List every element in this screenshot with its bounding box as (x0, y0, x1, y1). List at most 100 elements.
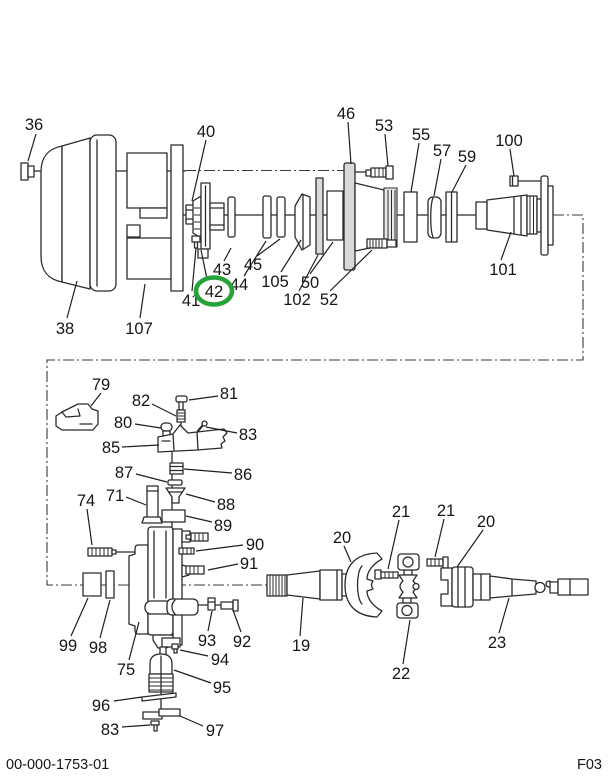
callout-22: 22 (392, 665, 410, 683)
part-87-washer (167, 479, 183, 486)
callout-79: 79 (92, 376, 110, 394)
figure-code: F03 (577, 757, 602, 773)
part-46-bell-housing (354, 182, 398, 252)
highlighted-callout-42[interactable]: 42 (193, 275, 235, 307)
callout-94: 94 (211, 651, 229, 669)
callout-92: 92 (233, 633, 251, 651)
part-102-shim (315, 177, 324, 255)
part-95-boot (148, 653, 174, 713)
callout-88: 88 (217, 496, 235, 514)
callout-23: 23 (488, 634, 506, 652)
callout-59: 59 (458, 148, 476, 166)
callout-102: 102 (283, 291, 311, 309)
callout-101: 101 (489, 261, 517, 279)
part-99-block (82, 572, 102, 597)
part-85-lever-bracket (157, 424, 228, 453)
part-57-seal (427, 196, 442, 239)
part-100-bolt (509, 175, 542, 187)
callout-labels: 36 38 107 40 41 43 44 45 105 102 50 52 4… (25, 105, 523, 740)
part-55-spacer-ring (403, 191, 418, 243)
callout-42[interactable]: 42 (205, 283, 223, 301)
part-46-mounting-plate (343, 162, 356, 271)
callout-93: 93 (198, 632, 216, 650)
part-83-screw-upper (196, 420, 208, 433)
callout-36: 36 (25, 116, 43, 134)
callout-83-upper: 83 (239, 426, 257, 444)
part-45-washer (276, 196, 286, 238)
callout-97: 97 (206, 722, 224, 740)
callout-52: 52 (320, 291, 338, 309)
callout-44: 44 (230, 276, 248, 294)
part-83-screw-lower (150, 720, 160, 732)
part-82-spring (176, 409, 186, 423)
part-101-spindle (475, 175, 554, 256)
callout-20-left: 20 (333, 529, 351, 547)
part-81-screw (175, 395, 188, 411)
callout-86: 86 (234, 466, 252, 484)
callout-105: 105 (261, 273, 289, 291)
callout-99: 99 (59, 637, 77, 655)
part-96-washer (141, 692, 177, 702)
part-97-retainer (142, 708, 181, 720)
part-91-bolt (185, 565, 205, 575)
part-43-washer (227, 196, 236, 238)
callout-83-lower: 83 (101, 721, 119, 739)
callout-53: 53 (375, 117, 393, 135)
callout-21-right: 21 (437, 502, 455, 520)
part-38-brake-chamber (40, 134, 117, 292)
callout-98: 98 (89, 639, 107, 657)
part-19-shaft (266, 569, 350, 601)
part-88-valve-cone (165, 487, 186, 504)
part-53-bolt (354, 165, 394, 180)
part-44-washer (262, 195, 272, 239)
document-number: 00-000-1753-01 (6, 757, 109, 773)
callout-74: 74 (77, 492, 95, 510)
part-92-bolt (220, 599, 239, 612)
callout-107: 107 (125, 320, 153, 338)
part-20-yoke-right (440, 566, 491, 608)
callout-71: 71 (106, 487, 124, 505)
callout-95: 95 (213, 679, 231, 697)
part-20-yoke-left (344, 552, 383, 618)
part-75-housing (128, 526, 199, 656)
part-42-slack-adjuster (192, 182, 225, 259)
part-21-bolt-right (426, 556, 449, 569)
part-22-u-joint (396, 553, 420, 619)
part-50-sleeve (326, 190, 344, 241)
part-21-bolt-left (374, 569, 399, 580)
callout-81: 81 (220, 385, 238, 403)
callout-46: 46 (337, 105, 355, 123)
part-90-bolt (178, 532, 209, 555)
callout-80: 80 (114, 414, 132, 432)
part-94-pin (171, 643, 179, 654)
callout-96: 96 (92, 697, 110, 715)
part-36-clamp-bolt (20, 162, 35, 181)
callout-21-left: 21 (392, 503, 410, 521)
callout-100: 100 (495, 132, 523, 150)
part-71-cylinder (141, 485, 163, 524)
part-93-fitting (197, 597, 222, 611)
callout-20-right: 20 (477, 513, 495, 531)
part-74-bolt (87, 547, 137, 557)
leader-lines (27, 121, 515, 728)
part-107-mounting-bracket (126, 144, 184, 292)
part-79-bracket (55, 403, 99, 431)
callout-90: 90 (246, 536, 264, 554)
callout-55: 55 (412, 126, 430, 144)
part-98-plate (105, 570, 115, 599)
part-86-nut (169, 462, 184, 475)
part-59-rings (445, 191, 458, 243)
highlight-ellipse[interactable] (193, 275, 235, 307)
callout-50: 50 (301, 274, 319, 292)
part-105-cone-washer (294, 193, 311, 251)
callout-91: 91 (240, 555, 258, 573)
part-41-bolt (191, 235, 201, 249)
callout-40: 40 (197, 123, 215, 141)
callout-19: 19 (292, 637, 310, 655)
callout-45: 45 (244, 256, 262, 274)
callout-85: 85 (102, 439, 120, 457)
callout-75: 75 (117, 661, 135, 679)
callout-87: 87 (115, 464, 133, 482)
